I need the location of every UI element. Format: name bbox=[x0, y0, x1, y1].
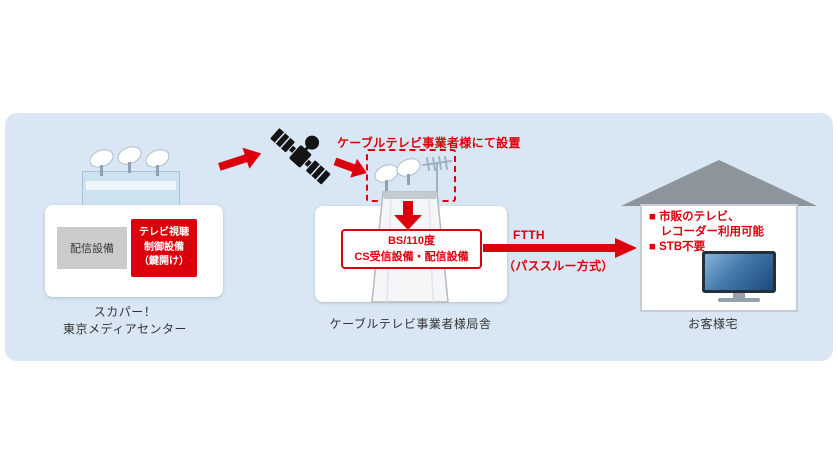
dish-stem bbox=[385, 180, 388, 191]
satellite-icon bbox=[270, 128, 331, 185]
building-window-band bbox=[86, 181, 176, 190]
bs-cs-equipment-box: BS/110度 CS受信設備・配信設備 bbox=[341, 229, 482, 269]
satellite-dish-icon bbox=[142, 145, 174, 177]
operator-install-note: ケーブルテレビ事業者様にて設置 bbox=[337, 136, 521, 150]
dish-stem bbox=[100, 165, 103, 176]
tv-frame bbox=[702, 251, 776, 293]
dish-stem bbox=[156, 165, 159, 176]
skyper-caption: スカパー！ 東京メディアセンター bbox=[63, 305, 187, 336]
uplink-arrow bbox=[216, 142, 267, 183]
ftth-method-label: （パススルー方式） bbox=[503, 259, 614, 273]
tv-stand bbox=[733, 293, 745, 298]
distribution-equipment-label: 配信設備 bbox=[70, 243, 114, 255]
television-icon bbox=[702, 251, 776, 302]
station-caption: ケーブルテレビ事業者様局舎 bbox=[329, 317, 492, 331]
antenna-to-equipment-arrow bbox=[394, 201, 422, 235]
viewing-control-label: テレビ視聴 制御設備 （鍵開け） bbox=[139, 227, 189, 268]
satellite-dish-icon bbox=[393, 154, 425, 186]
ftth-label: FTTH bbox=[513, 228, 545, 242]
distribution-equipment-box: 配信設備 bbox=[57, 227, 127, 269]
dish-stem bbox=[128, 162, 131, 173]
home-benefit-tv: ■ 市販のテレビ、 レコーダー利用可能 bbox=[649, 211, 764, 238]
home-caption: お客様宅 bbox=[687, 317, 738, 331]
house-roof bbox=[621, 160, 817, 206]
bs-cs-equipment-label: BS/110度 CS受信設備・配信設備 bbox=[354, 234, 469, 264]
satellite-dish-icon bbox=[371, 160, 403, 192]
viewing-control-box: テレビ視聴 制御設備 （鍵開け） bbox=[131, 219, 197, 277]
ftth-arrow bbox=[483, 238, 637, 263]
tv-screen bbox=[705, 254, 773, 290]
tv-base bbox=[718, 298, 760, 302]
dish-stem bbox=[407, 174, 410, 185]
downlink-arrow bbox=[329, 151, 370, 188]
satellite-dish-icon bbox=[86, 145, 118, 177]
home-benefit-stb: ■ STB不要 bbox=[649, 241, 706, 253]
satellite-dish-icon bbox=[114, 142, 146, 174]
